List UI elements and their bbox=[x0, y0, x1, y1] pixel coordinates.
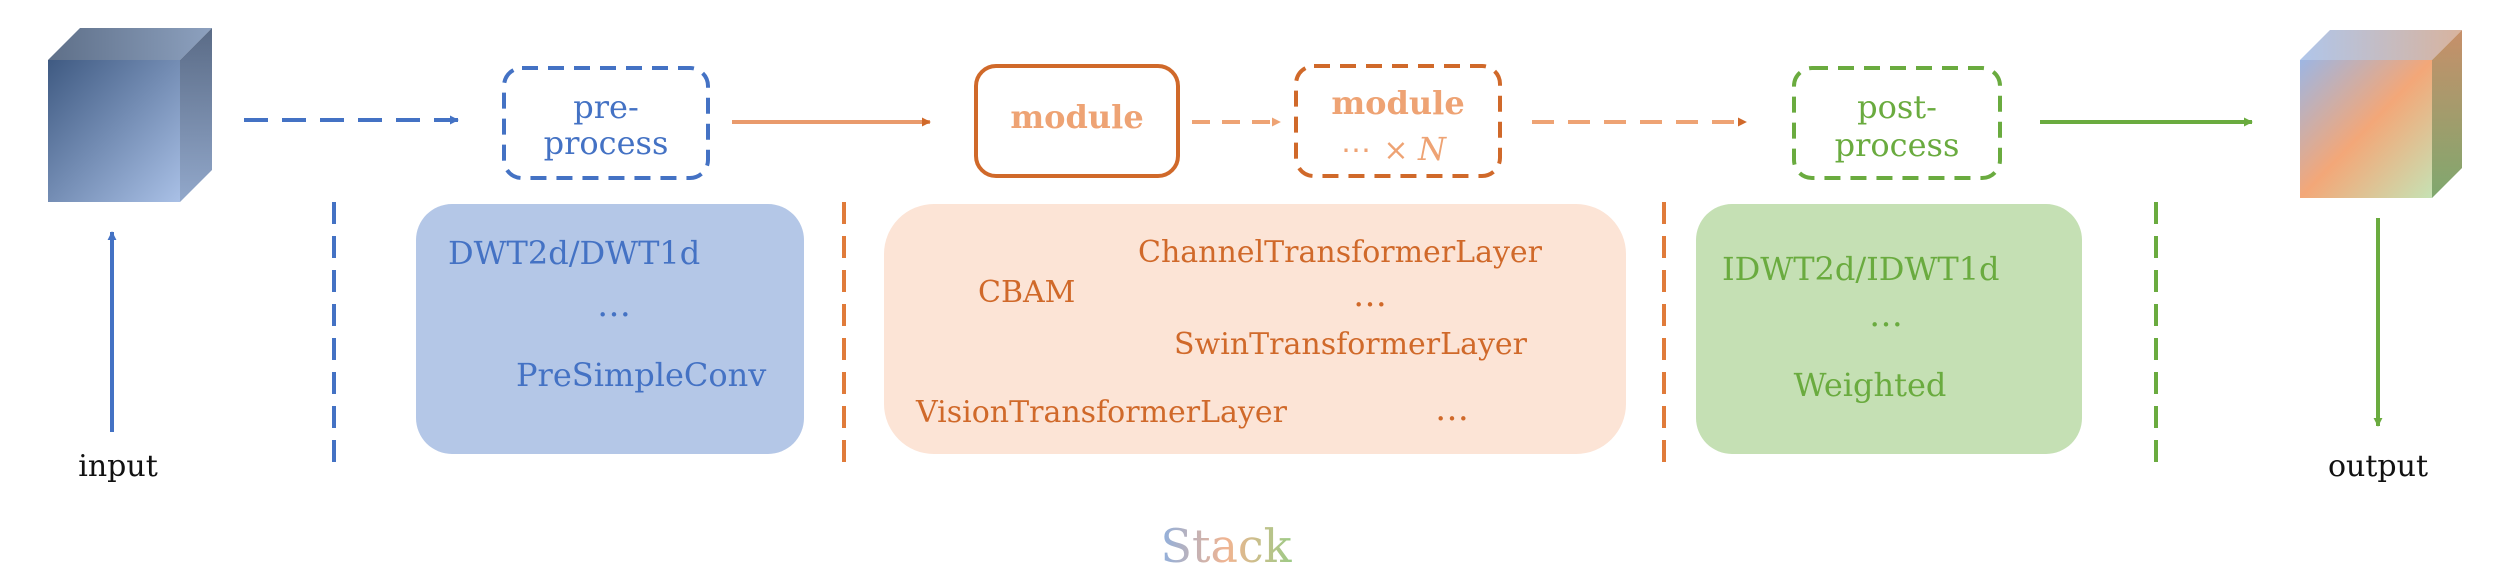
pre-item-presimpleconv: PreSimpleConv bbox=[516, 356, 766, 394]
postprocess-label-line2: process bbox=[1835, 126, 1960, 164]
module-label: module bbox=[1010, 98, 1143, 136]
input-cube bbox=[48, 28, 212, 202]
module-node: module bbox=[974, 64, 1180, 178]
preprocess-label-line2: process bbox=[544, 124, 669, 162]
preprocess-node: pre- process bbox=[502, 66, 710, 180]
module-panel: ChannelTransformerLayer CBAM … SwinTrans… bbox=[884, 204, 1626, 454]
post-item-idwt: IDWT2d/IDWT1d bbox=[1722, 250, 2000, 288]
module-item-channel: ChannelTransformerLayer bbox=[1138, 235, 1543, 270]
module-n-times: × bbox=[1383, 133, 1408, 168]
module-item-vision: VisionTransformerLayer bbox=[915, 395, 1288, 430]
module-item-cbam: CBAM bbox=[978, 275, 1075, 310]
postprocess-panel: IDWT2d/IDWT1d … Weighted bbox=[1696, 204, 2082, 454]
post-item-weighted: Weighted bbox=[1794, 366, 1947, 404]
module-n-dots: ⋯ bbox=[1341, 133, 1371, 168]
module-ellipsis-1: … bbox=[1353, 275, 1387, 315]
stack-label: Stack bbox=[1160, 519, 1292, 573]
input-label: input bbox=[78, 449, 158, 484]
module-n-label: module bbox=[1331, 84, 1464, 122]
module-n-count: N bbox=[1417, 130, 1447, 168]
postprocess-label-line1: post- bbox=[1857, 88, 1937, 126]
output-cube bbox=[2300, 30, 2462, 198]
pre-item-dwt: DWT2d/DWT1d bbox=[448, 234, 700, 272]
module-n-node: module ⋯ × N bbox=[1294, 64, 1502, 178]
preprocess-panel: DWT2d/DWT1d … PreSimpleConv bbox=[416, 204, 804, 454]
output-label: output bbox=[2328, 449, 2428, 484]
post-ellipsis: … bbox=[1869, 295, 1903, 335]
module-ellipsis-2: … bbox=[1435, 389, 1469, 429]
preprocess-label-line1: pre- bbox=[573, 88, 639, 126]
postprocess-node: post- process bbox=[1792, 66, 2002, 180]
pre-ellipsis: … bbox=[597, 285, 631, 325]
module-item-swin: SwinTransformerLayer bbox=[1174, 327, 1528, 362]
